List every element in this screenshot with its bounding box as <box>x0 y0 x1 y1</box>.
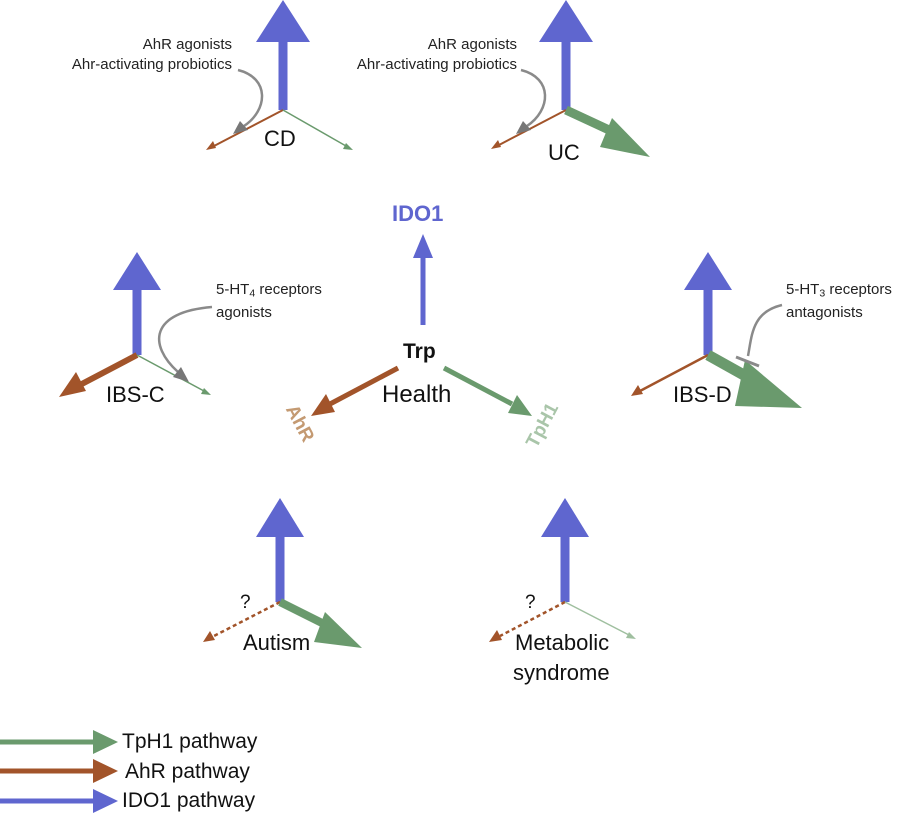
cd-note: AhR agonists Ahr-activating probiotics <box>72 35 232 75</box>
ibs-d-tph1-arrow <box>705 350 802 408</box>
cd-tph1-arrow <box>282 109 353 150</box>
ibs-c-note-arrowhead <box>173 367 189 382</box>
cd-panel <box>206 0 353 150</box>
ibs-d-ido1-arrow <box>684 252 732 355</box>
cd-note-line2: Ahr-activating probiotics <box>71 56 232 73</box>
ibs-c-note-line1-post: receptors <box>255 281 322 298</box>
autism-ahr-arrow <box>203 600 281 642</box>
metabolic-question-mark: ? <box>525 592 536 613</box>
legend-ahr-label: AhR pathway <box>125 760 250 783</box>
health-panel <box>311 234 532 416</box>
ibs-d-note-line2: antagonists <box>786 304 863 322</box>
legend <box>0 730 118 813</box>
uc-note-line2: Ahr-activating probiotics <box>356 56 517 73</box>
ibs-c-note-line2: agonists <box>216 304 272 322</box>
legend-ido1-arrow <box>0 789 118 813</box>
ibs-d-note: 5-HT3 receptors antagonists <box>786 280 892 323</box>
cd-note-line1: AhR agonists <box>142 36 232 53</box>
uc-note-curve <box>520 68 547 128</box>
ibs-c-note-line1-sub: 4 <box>249 287 256 300</box>
health-ahr-arrow <box>311 365 400 416</box>
metabolic-ido1-arrow <box>541 498 589 602</box>
ibs-d-note-line1-pre: 5-HT <box>786 281 820 298</box>
ido1-axis-label: IDO1 <box>392 201 444 226</box>
autism-label: Autism <box>243 630 311 655</box>
cd-note-arrowhead <box>233 121 248 134</box>
legend-tph1-label: TpH1 pathway <box>122 730 258 753</box>
legend-tph1-arrow <box>0 730 118 754</box>
uc-tph1-arrow <box>564 105 650 157</box>
trp-label: Trp <box>403 340 436 363</box>
uc-note: AhR agonists Ahr-activating probiotics <box>357 35 517 75</box>
uc-ido1-arrow <box>539 0 593 110</box>
cd-ido1-arrow <box>256 0 310 110</box>
ibs-d-note-curve <box>746 303 783 357</box>
ibs-d-note-line1-sub: 3 <box>819 287 826 300</box>
ibs-d-note-line1-post: receptors <box>825 281 892 298</box>
uc-note-arrowhead <box>516 121 531 134</box>
metabolic-label-line2: syndrome <box>513 660 610 685</box>
uc-panel <box>491 0 650 157</box>
uc-ahr-arrow <box>491 109 567 149</box>
health-tph1-arrow <box>442 365 532 416</box>
autism-question-mark: ? <box>240 592 251 613</box>
health-ido1-arrow <box>413 234 433 325</box>
cd-ahr-arrow <box>206 109 284 150</box>
autism-ido1-arrow <box>256 498 304 602</box>
ibs-c-tph1-arrow <box>136 354 211 395</box>
autism-panel <box>203 498 362 648</box>
metabolic-panel <box>489 498 636 642</box>
health-label: Health <box>382 381 452 408</box>
ibs-c-panel <box>59 252 213 397</box>
ibs-c-label: IBS-C <box>106 382 165 407</box>
autism-tph1-arrow <box>278 598 362 648</box>
cd-note-curve <box>237 68 264 128</box>
ibs-c-ahr-arrow <box>59 352 139 397</box>
ibs-d-label: IBS-D <box>673 382 732 407</box>
uc-label: UC <box>548 140 580 165</box>
ibs-c-note-curve <box>157 305 213 373</box>
ibs-c-ido1-arrow <box>113 252 161 355</box>
metabolic-label-line1: Metabolic <box>515 630 610 655</box>
ibs-d-panel <box>631 252 802 408</box>
metabolic-tph1-arrow <box>564 601 636 639</box>
ibs-d-ahr-arrow <box>631 353 709 396</box>
metabolic-ahr-arrow <box>489 600 566 642</box>
ibs-d-note-line1: 5-HT3 receptors <box>786 280 892 303</box>
uc-note-line1: AhR agonists <box>427 36 517 53</box>
legend-ahr-arrow <box>0 759 118 783</box>
cd-label: CD <box>264 126 296 151</box>
ibs-c-note-line1: 5-HT4 receptors <box>216 280 322 303</box>
ibs-c-note-line1-pre: 5-HT <box>216 281 250 298</box>
ibs-d-inhibitor-bar <box>735 355 760 368</box>
legend-ido1-label: IDO1 pathway <box>122 789 256 812</box>
ibs-c-note: 5-HT4 receptors agonists <box>216 280 322 323</box>
